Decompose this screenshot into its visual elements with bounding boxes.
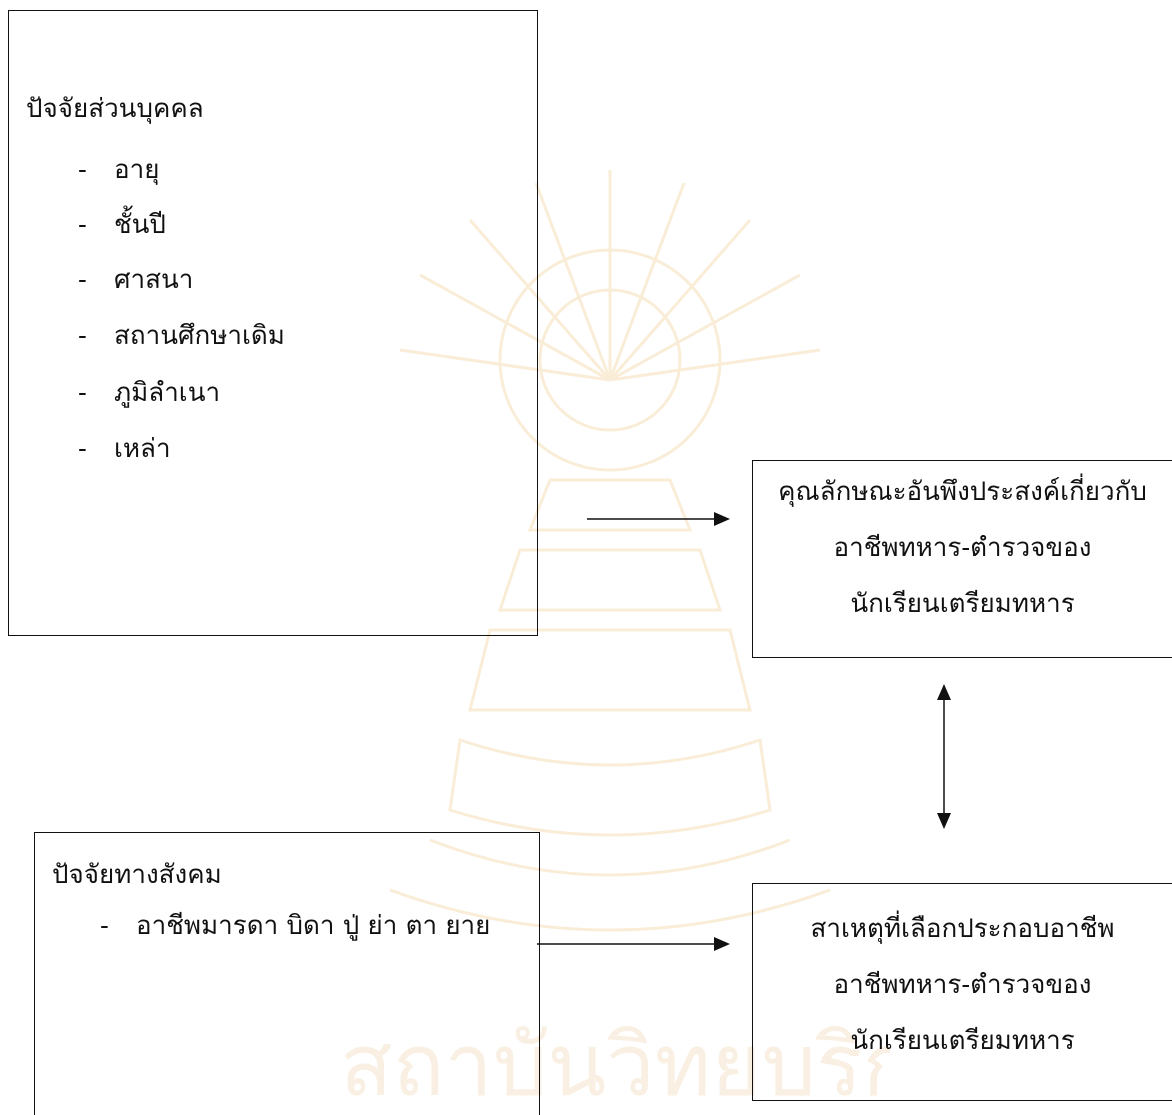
bullet-dash: - [78, 434, 87, 464]
personal-factor-label: ศาสนา [114, 265, 194, 295]
desired-characteristics-box: คุณลักษณะอันพึงประสงค์เกี่ยวกับ อาชีพทหา… [752, 460, 1172, 658]
desired-characteristics-line: นักเรียนเตรียมทหาร [850, 589, 1075, 619]
personal-factor-label: อายุ [114, 155, 160, 185]
social-factor-item: - อาชีพมารดา บิดา ปู่ ย่า ตา ยาย [100, 913, 520, 947]
personal-factor-label: ภูมิลำเนา [114, 378, 221, 408]
personal-factor-label: เหล่า [114, 434, 171, 464]
desired-characteristics-line: อาชีพทหาร-ตำรวจของ [833, 533, 1092, 563]
personal-factor-label: ชั้นปี [114, 210, 166, 240]
personal-factors-box [8, 10, 538, 636]
career-reasons-box: สาเหตุที่เลือกประกอบอาชีพ อาชีพทหาร-ตำรว… [752, 883, 1172, 1101]
bullet-dash: - [78, 155, 87, 185]
personal-factor-item: - อายุ [78, 157, 378, 191]
personal-factor-item: - ภูมิลำเนา [78, 380, 378, 414]
right-arrow-icon [587, 512, 730, 526]
social-factors-title: ปัจจัยทางสังคม [52, 860, 222, 890]
personal-factor-label: สถานศึกษาเดิม [114, 321, 285, 351]
desired-characteristics-line: คุณลักษณะอันพึงประสงค์เกี่ยวกับ [778, 477, 1147, 507]
bullet-dash: - [78, 321, 87, 351]
bullet-dash: - [100, 911, 109, 941]
bullet-dash: - [78, 378, 87, 408]
career-reasons-line: อาชีพทหาร-ตำรวจของ [833, 970, 1092, 1000]
career-reasons-line: นักเรียนเตรียมทหาร [850, 1026, 1075, 1056]
bullet-dash: - [78, 265, 87, 295]
right-arrow-icon [537, 937, 730, 951]
bullet-dash: - [78, 210, 87, 240]
social-factors-box [34, 832, 540, 1115]
personal-factor-item: - สถานศึกษาเดิม [78, 323, 378, 357]
personal-factor-item: - เหล่า [78, 436, 378, 470]
career-reasons-line: สาเหตุที่เลือกประกอบอาชีพ [810, 914, 1115, 944]
personal-factor-item: - ชั้นปี [78, 212, 378, 246]
social-factor-label: อาชีพมารดา บิดา ปู่ ย่า ตา ยาย [136, 911, 491, 941]
double-vertical-arrow-icon [937, 684, 951, 829]
personal-factors-title: ปัจจัยส่วนบุคคล [26, 94, 204, 124]
personal-factor-item: - ศาสนา [78, 267, 378, 301]
